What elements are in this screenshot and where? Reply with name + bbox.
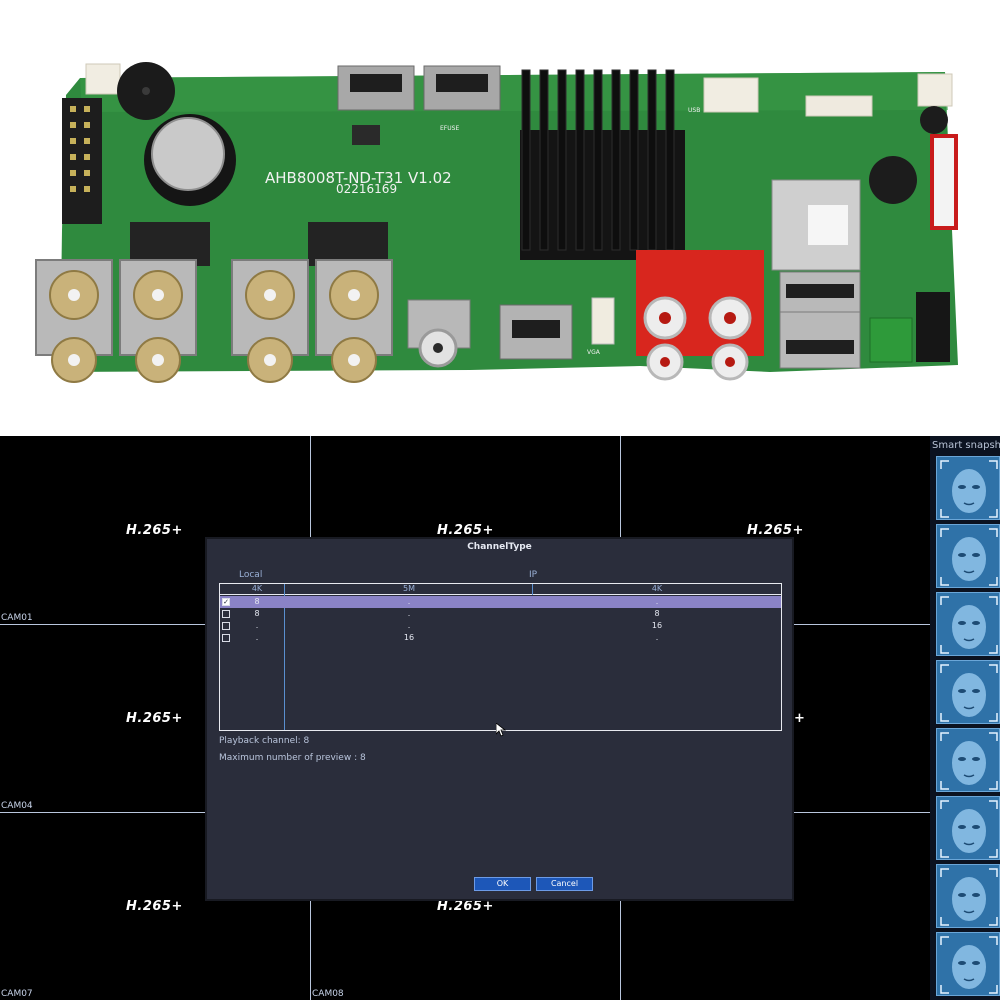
cell-ip-4k: .: [655, 633, 659, 642]
snapshot-thumbnail[interactable]: [936, 932, 1000, 996]
face-scan-icon: [937, 593, 999, 655]
cell-ip-5m: .: [407, 597, 411, 606]
row-checkbox[interactable]: ✓: [222, 598, 230, 606]
table-row[interactable]: 8.8: [220, 608, 781, 620]
codec-label: H.265+: [126, 711, 183, 726]
codec-label: H.265+: [747, 523, 804, 538]
row-checkbox[interactable]: [222, 610, 230, 618]
column-header-local-4k: 4K: [251, 584, 263, 593]
face-scan-icon: [937, 457, 999, 519]
local-group-header: Local: [239, 570, 263, 580]
cell-local-4k: .: [255, 633, 259, 642]
face-scan-icon: [937, 797, 999, 859]
dialog-title: ChannelType: [467, 542, 532, 552]
dc-jack: [916, 292, 950, 362]
cell-local-4k: .: [255, 621, 259, 630]
channel-type-table: 4K 5M 4K ✓8..8.8..16.16.: [219, 583, 782, 731]
camera-label[interactable]: CAM01: [1, 613, 33, 623]
chip-left: [130, 222, 210, 266]
smart-snapshot-panel: Smart snapsho: [930, 436, 1000, 1000]
column-divider: [284, 584, 285, 730]
rca-audio-connectors: [636, 250, 764, 381]
capacitor: [869, 156, 917, 204]
terminal-block: [869, 317, 913, 363]
face-scan-icon: [937, 865, 999, 927]
codec-label-partial: +: [794, 711, 804, 726]
face-scan-icon: [937, 933, 999, 995]
camera-label[interactable]: CAM04: [1, 801, 33, 811]
table-header: 4K 5M 4K: [220, 584, 781, 595]
usb-silkscreen: USB: [688, 107, 700, 114]
snapshot-thumbnail[interactable]: [936, 660, 1000, 724]
cell-local-4k: 8: [254, 597, 260, 606]
table-row[interactable]: ✓ 8..: [220, 596, 781, 608]
snapshot-thumbnail[interactable]: [936, 524, 1000, 588]
cell-ip-4k: 16: [651, 621, 663, 630]
camera-label[interactable]: CAM07: [1, 989, 33, 999]
snapshot-thumbnail[interactable]: [936, 796, 1000, 860]
vga-connector: [591, 297, 615, 345]
cancel-button[interactable]: Cancel: [536, 877, 593, 891]
dvr-screen: H.265+ H.265+ H.265+ H.265+ H.265+ H.265…: [0, 436, 1000, 1000]
codec-label: H.265+: [126, 523, 183, 538]
row-checkbox[interactable]: [222, 634, 230, 642]
column-divider: [532, 584, 533, 595]
playback-channel-text: Playback channel: 8: [219, 736, 310, 746]
cell-ip-4k: .: [655, 597, 659, 606]
mouse-cursor-icon: [496, 723, 506, 737]
bnc-connectors: [35, 259, 393, 383]
vga-silkscreen: VGA: [587, 349, 601, 356]
model-silkscreen: AHB8008T-ND-T31 V1.02: [265, 169, 452, 187]
heatsink: [520, 69, 685, 260]
snapshot-thumbnail[interactable]: [936, 456, 1000, 520]
column-header-ip-5m: 5M: [403, 584, 415, 593]
codec-label: H.265+: [126, 899, 183, 914]
smart-snapshot-title: Smart snapsho: [932, 440, 1000, 451]
cell-ip-5m: .: [407, 621, 411, 630]
column-header-ip-4k: 4K: [651, 584, 663, 593]
chip-mid: [308, 222, 388, 266]
dvr-board-image: AHB8008T-ND-T31 V1.02 02216169 EFUSE VGA…: [35, 62, 958, 383]
codec-label: H.265+: [437, 523, 494, 538]
max-preview-text: Maximum number of preview : 8: [219, 753, 366, 763]
table-row[interactable]: . 16.: [220, 632, 781, 644]
table-row[interactable]: .. 16: [220, 620, 781, 632]
camera-label[interactable]: CAM08: [312, 989, 344, 999]
codec-label: H.265+: [437, 899, 494, 914]
channel-type-dialog: ChannelType Local IP 4K 5M 4K ✓8..8.8..1…: [205, 537, 794, 901]
snapshot-thumbnail[interactable]: [936, 728, 1000, 792]
cell-ip-5m: 16: [403, 633, 415, 642]
cell-ip-5m: .: [407, 609, 411, 618]
pin-header: [62, 98, 102, 224]
face-scan-icon: [937, 661, 999, 723]
face-scan-icon: [937, 729, 999, 791]
face-scan-icon: [937, 525, 999, 587]
product-photo: AHB8008T-ND-T31 V1.02 02216169 EFUSE VGA…: [0, 0, 1000, 432]
efuse-silkscreen: EFUSE: [440, 125, 459, 132]
ok-button[interactable]: OK: [474, 877, 531, 891]
snapshot-thumbnail[interactable]: [936, 592, 1000, 656]
cell-local-4k: 8: [254, 609, 260, 618]
ip-group-header: IP: [529, 570, 538, 580]
row-checkbox[interactable]: [222, 622, 230, 630]
snapshot-thumbnail[interactable]: [936, 864, 1000, 928]
serial-silkscreen: 02216169: [336, 182, 397, 196]
cell-ip-4k: 8: [654, 609, 660, 618]
